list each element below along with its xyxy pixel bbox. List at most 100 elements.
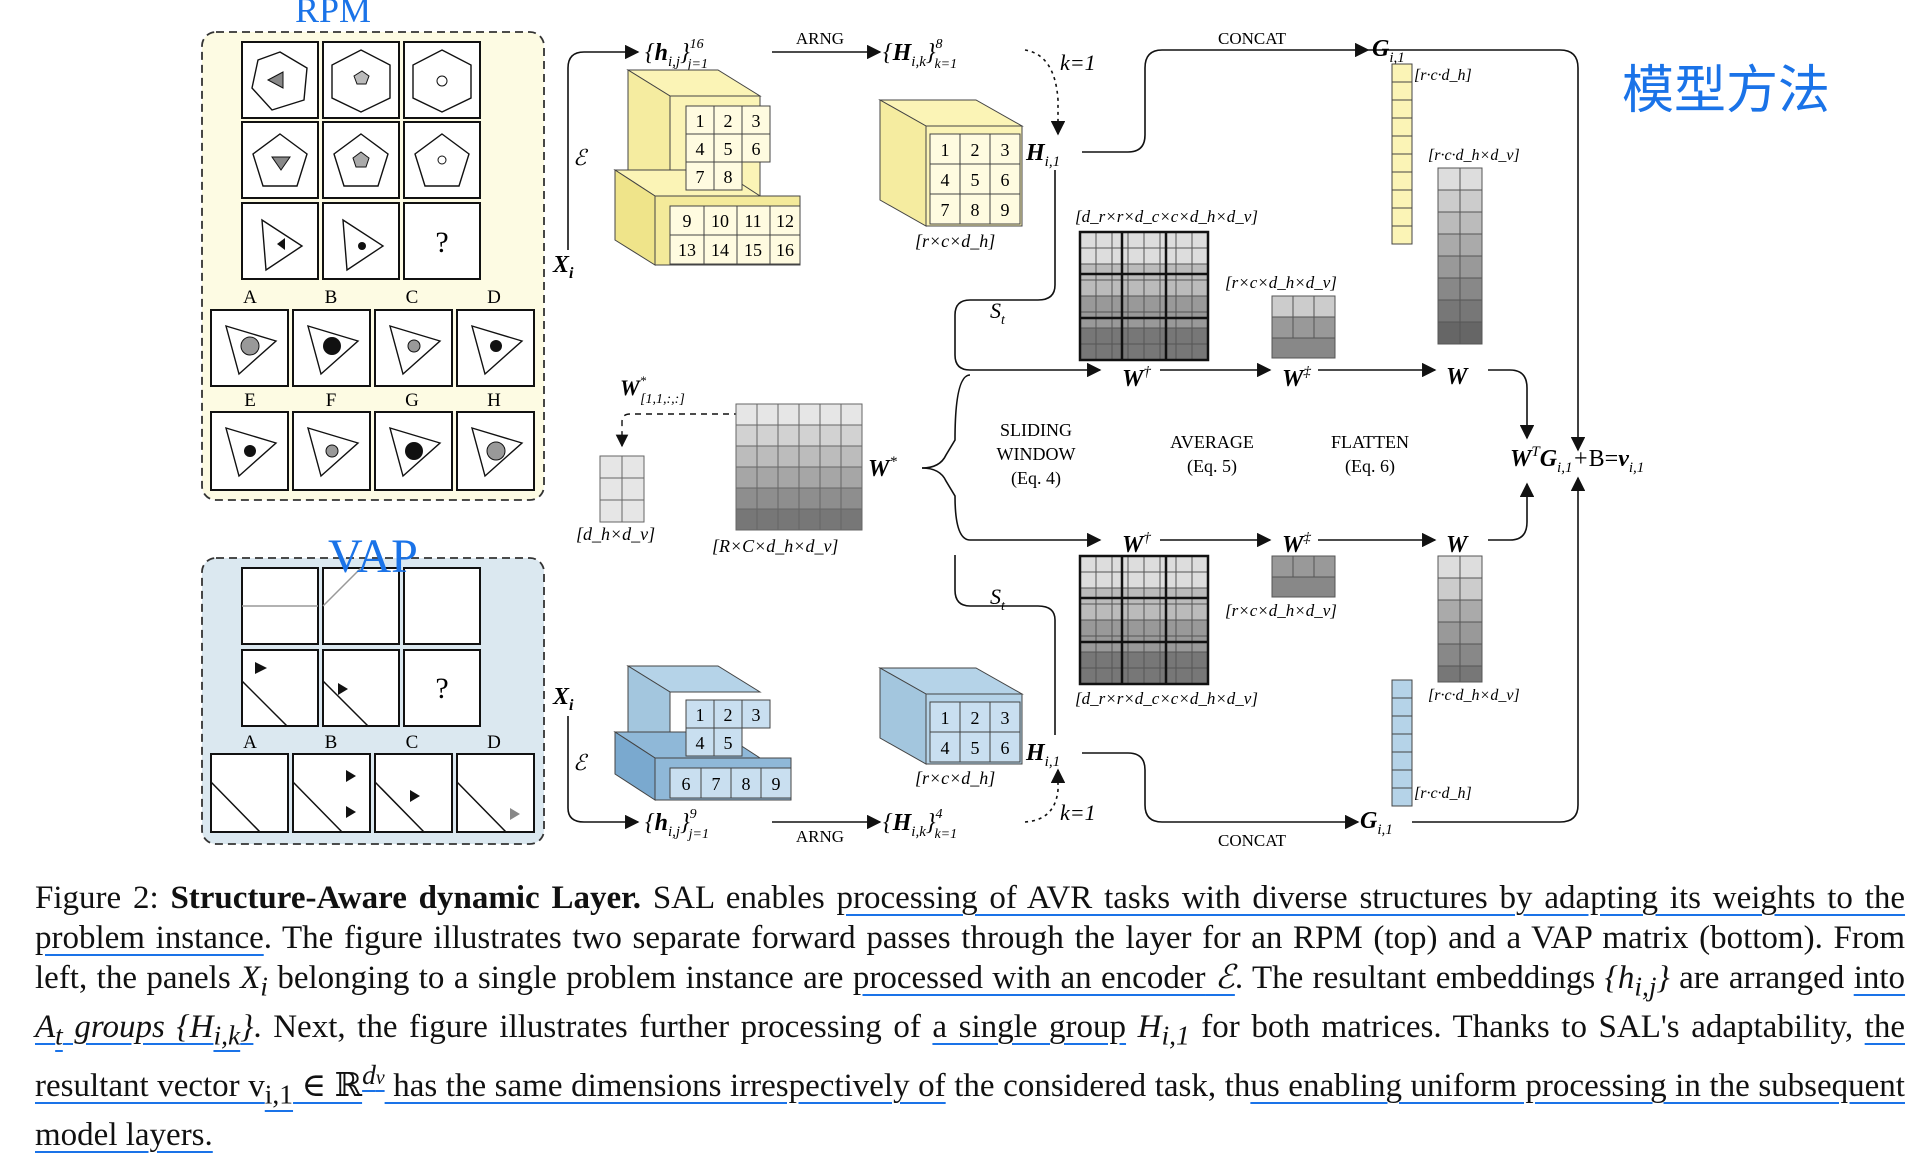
- average-label: AVERAGE: [1170, 432, 1254, 452]
- wstar-slice-matrix: [599, 455, 645, 523]
- caption-math: X: [240, 960, 261, 996]
- caption-underlined: ∈ ℝ: [293, 1068, 363, 1105]
- w-matrix-top: [1437, 167, 1483, 345]
- g-dim-top: [r·c·d_h]: [1414, 67, 1472, 84]
- caption-underlined: has the same dimensions irrespectively o…: [384, 1068, 946, 1105]
- cell-label: 6: [1001, 738, 1010, 758]
- wddag-matrix-top: [1271, 295, 1336, 359]
- caption-underlined: a single group: [932, 1008, 1127, 1045]
- bottom-flow: [567, 476, 1586, 830]
- eq4-label: (Eq. 4): [1011, 468, 1061, 489]
- arng-bottom: ARNG: [796, 827, 844, 846]
- k-equals-bottom: k=1: [1060, 800, 1096, 825]
- cell-label: 1: [941, 140, 950, 160]
- wdag-dim-bottom: [d_r×r×d_c×c×d_h×d_v]: [1075, 689, 1258, 708]
- caption-math: ℰ: [1205, 960, 1235, 996]
- option-label: D: [487, 287, 501, 308]
- caption-math: {h: [1604, 960, 1635, 996]
- caption-math: H: [1126, 1008, 1162, 1045]
- encoder-label-bottom: ℰ: [573, 750, 589, 775]
- wdag-matrix-bottom: [1078, 554, 1210, 686]
- option-label: E: [244, 390, 256, 411]
- rpm-panel: ? A B C D E F G H: [201, 31, 545, 501]
- g-dim-bottom: [r·c·d_h]: [1414, 785, 1472, 802]
- cell-label: 12: [776, 211, 794, 231]
- group-cell-labels-top: 1 2 3 4 5 6 7 8 9: [941, 140, 1010, 220]
- embedding-cells-top: [669, 105, 801, 265]
- cell-label: 2: [724, 705, 733, 725]
- g-label-top: Gi,1: [1372, 36, 1405, 66]
- cell-label: 13: [678, 240, 696, 260]
- caption-text: SAL enables: [641, 880, 837, 916]
- wdag-label-top: W†: [1122, 364, 1151, 392]
- caption-prefix: Figure 2:: [35, 880, 171, 916]
- wdag-matrix-top: [1078, 230, 1210, 362]
- output-formula: WTGi,1+B=vi,1: [1510, 444, 1644, 476]
- caption-underlined: processed with an encoder: [852, 960, 1206, 996]
- cell-label: 8: [742, 774, 751, 794]
- wstar-label: W*: [868, 454, 897, 482]
- caption-text: . The resultant embeddings: [1234, 960, 1605, 996]
- top-flow: [567, 42, 1586, 452]
- group-cell-labels-bottom: 1 2 3 4 5 6: [941, 708, 1010, 758]
- rpm-handwritten-note: RPM: [295, 0, 371, 30]
- cell-label: 11: [744, 211, 761, 231]
- g-vector-top: [1391, 63, 1413, 245]
- cell-label: 9: [683, 211, 692, 231]
- cell-label: 2: [971, 708, 980, 728]
- wddag-label-top: W‡: [1282, 364, 1311, 392]
- cell-label: 8: [724, 167, 733, 187]
- wstar-branches: [921, 374, 1102, 548]
- wstar-slice-label: W*[1,1,:,:]: [620, 373, 685, 407]
- g-vector-bottom: [1391, 679, 1413, 807]
- cell-label: 6: [1001, 170, 1010, 190]
- input-panels-bottom: Xi: [552, 684, 574, 714]
- cell-label: 7: [712, 774, 721, 794]
- group-cells-top: [929, 133, 1021, 225]
- caption-text: for both matrices. Thanks to SAL's adapt…: [1189, 1008, 1865, 1045]
- option-label: C: [406, 287, 419, 308]
- cell-label: 5: [724, 733, 733, 753]
- caption-underlined: into: [1853, 960, 1906, 996]
- wdag-dim-top: [d_r×r×d_c×c×d_h×d_v]: [1075, 207, 1258, 226]
- cell-label: 4: [941, 738, 950, 758]
- option-label: A: [243, 732, 257, 753]
- option-label: B: [325, 287, 338, 308]
- cell-label: 1: [696, 705, 705, 725]
- cell-label: 1: [941, 708, 950, 728]
- caption-math-sub: t: [55, 1019, 63, 1051]
- rpm-question-mark: ?: [435, 226, 448, 259]
- cell-label: 6: [682, 774, 691, 794]
- h-label-top: Hi,1: [1025, 140, 1060, 170]
- caption-math: }: [240, 1008, 254, 1045]
- option-label: B: [325, 732, 338, 753]
- wdag-label-bottom: W†: [1122, 530, 1151, 558]
- option-label: A: [243, 287, 257, 308]
- figure-diagram: ? A B C D E F G H: [201, 0, 1830, 850]
- option-label: C: [406, 732, 419, 753]
- encoder-label-top: ℰ: [573, 145, 589, 170]
- caption-math-sub: i,k: [213, 1019, 241, 1051]
- caption-text: are arranged: [1669, 960, 1854, 996]
- rpm-answer-options: A B C D E F G H: [210, 287, 535, 491]
- option-label: H: [487, 390, 501, 411]
- cell-label: 7: [696, 167, 705, 187]
- embedding-cell-labels-bottom: 1 2 3 4 5 6 7 8 9: [682, 705, 781, 794]
- w-matrix-bottom: [1437, 555, 1483, 683]
- option-label: D: [487, 732, 501, 753]
- cell-label: 7: [941, 200, 950, 220]
- h-label-bottom: Hi,1: [1025, 740, 1060, 770]
- caption-math-sub: i,1: [1161, 1019, 1190, 1051]
- slice-arrow: [615, 413, 740, 448]
- input-panels-top: Xi: [552, 252, 574, 282]
- cell-label: 4: [696, 139, 705, 159]
- wddag-matrix-bottom: [1271, 555, 1336, 598]
- arng-top: ARNG: [796, 29, 844, 48]
- cell-label: 16: [776, 240, 794, 260]
- window-label: WINDOW: [997, 444, 1076, 464]
- op-labels: SLIDING WINDOW (Eq. 4) AVERAGE (Eq. 5) F…: [997, 420, 1409, 489]
- vap-question-mark: ?: [435, 672, 448, 705]
